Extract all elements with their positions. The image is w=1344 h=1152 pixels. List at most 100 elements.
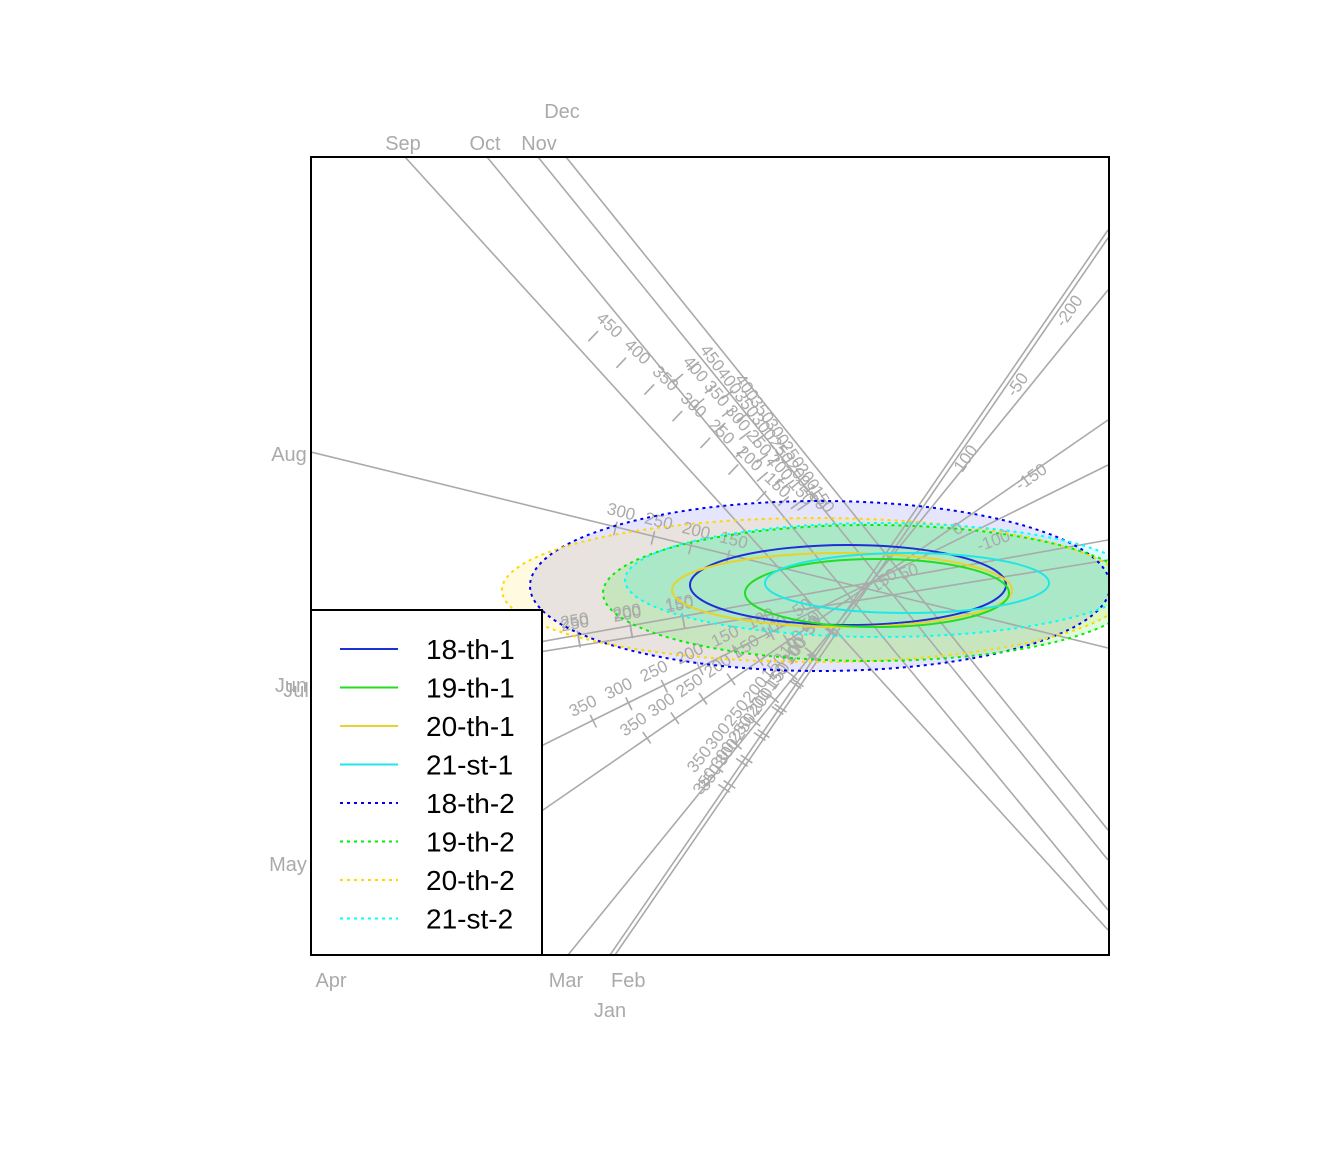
axis-name-jul: Jul [283, 680, 309, 702]
axis-name-feb: Feb [611, 970, 645, 992]
axis-tick [650, 530, 656, 545]
axis-tick [698, 692, 708, 705]
axis-tick-label: 300 [602, 674, 636, 704]
axis-tick [714, 422, 726, 433]
axis-tick [785, 670, 798, 681]
axis-tick [738, 430, 752, 441]
axis-tick [671, 373, 684, 384]
axis-tick [625, 697, 633, 711]
legend-label-18-th-1: 18-th-1 [426, 634, 515, 665]
axis-tick [577, 633, 582, 648]
axis-name-jun: Jun [275, 675, 307, 697]
legend-label-20-th-1: 20-th-1 [426, 711, 515, 742]
ellipse-outline-21-st-2 [624, 522, 1109, 638]
axis-tick [681, 614, 686, 629]
axis-line-feb [614, 237, 1109, 955]
legend-label-19-th-2: 19-th-2 [426, 827, 515, 858]
ellipse-fill-18-th-2 [530, 501, 1109, 671]
axis-tick [704, 384, 717, 394]
axis-name-oct: Oct [469, 133, 501, 155]
axis-name-sep: Sep [385, 133, 421, 155]
axis-tick-label: 250 [559, 612, 590, 636]
axis-tick [721, 390, 734, 400]
axis-tick [766, 457, 780, 467]
legend-label-18-th-2: 18-th-2 [426, 788, 515, 819]
axis-tick-label: 150 [664, 591, 695, 614]
axis-tick [725, 549, 731, 564]
axis-tick-label-neg: -200 [1052, 292, 1087, 331]
axis-name-aug: Aug [271, 444, 307, 466]
axis-tick [756, 453, 769, 464]
legend-box [310, 609, 543, 956]
ellipse-outline-19-th-1 [744, 558, 1010, 628]
ellipse-outline-18-th-2 [529, 500, 1109, 672]
axis-line-nov [537, 157, 1109, 861]
axis-tick [642, 731, 652, 744]
axis-tick [660, 679, 669, 693]
axis-tick [726, 673, 736, 686]
axis-tick [757, 729, 770, 739]
axis-tick [756, 471, 769, 482]
ellipse-outline-20-th-2 [501, 517, 1109, 663]
legend: 18-th-119-th-120-th-121-st-118-th-219-th… [310, 609, 543, 956]
axis-tick [767, 693, 780, 704]
axis-line-oct [486, 157, 1109, 911]
axis-tick [782, 634, 792, 647]
axis-tick [727, 463, 739, 476]
axis-tick [751, 434, 765, 445]
axis-tick-label: 450 [593, 308, 627, 341]
axis-tick [693, 397, 705, 409]
axis-tick [804, 647, 817, 657]
axis-tick [774, 703, 787, 713]
axis-tick [730, 739, 743, 750]
axis-tick-label: 200 [611, 600, 642, 623]
axis-tick [723, 779, 736, 790]
ellipse-outline-21-st-1 [764, 552, 1050, 614]
axis-tick [615, 357, 627, 369]
axis-tick [781, 479, 795, 489]
axis-tick-label-neg: -50 [1003, 369, 1033, 400]
axis-name-apr: Apr [315, 970, 346, 992]
axis-tick [721, 407, 734, 417]
axis-tick [748, 716, 761, 727]
axis-tick-label: 400 [621, 335, 655, 368]
plot-frame [310, 156, 1110, 956]
axis-tick-label: 150 [664, 593, 695, 617]
axis-tick-label: 200 [611, 602, 642, 626]
axis-tick-label: 350 [566, 691, 600, 721]
axis-name-nov: Nov [521, 133, 557, 155]
axis-tick-label: 250 [637, 656, 671, 686]
axis-line-dec [565, 157, 1109, 831]
axis-tick [687, 361, 700, 371]
axis-tick-label: 350 [649, 362, 683, 395]
axis-tick [754, 653, 764, 667]
axis-tick [767, 627, 775, 641]
axis-name-may: May [269, 854, 307, 876]
axis-tick [735, 446, 748, 458]
axis-tick [791, 678, 804, 688]
axis-name-dec: Dec [544, 101, 580, 123]
axis-line-sep [404, 157, 1109, 931]
axis-tick-label-neg: -150 [1012, 460, 1051, 495]
axis-tick [740, 754, 753, 764]
axis-name-jan: Jan [594, 1000, 626, 1022]
axis-tick [670, 712, 680, 725]
axis-tick [629, 624, 634, 639]
axis-line-mar [567, 289, 1109, 955]
axis-tick [711, 762, 724, 773]
axis-tick [696, 662, 704, 676]
legend-label-19-th-1: 19-th-1 [426, 673, 515, 704]
axis-tick [671, 410, 683, 422]
axis-name-mar: Mar [549, 970, 584, 992]
axis-tick [790, 499, 803, 510]
axis-tick [587, 330, 599, 342]
ellipse-outline-20-th-1 [671, 552, 1013, 628]
axis-tick [612, 521, 618, 536]
axis-tick-label-neg: 100 [950, 441, 982, 475]
legend-label-20-th-2: 20-th-2 [426, 865, 515, 896]
axis-tick [643, 383, 655, 396]
axis-tick [773, 476, 786, 487]
legend-label-21-st-2: 21-st-2 [426, 904, 513, 935]
axis-tick [777, 496, 790, 507]
